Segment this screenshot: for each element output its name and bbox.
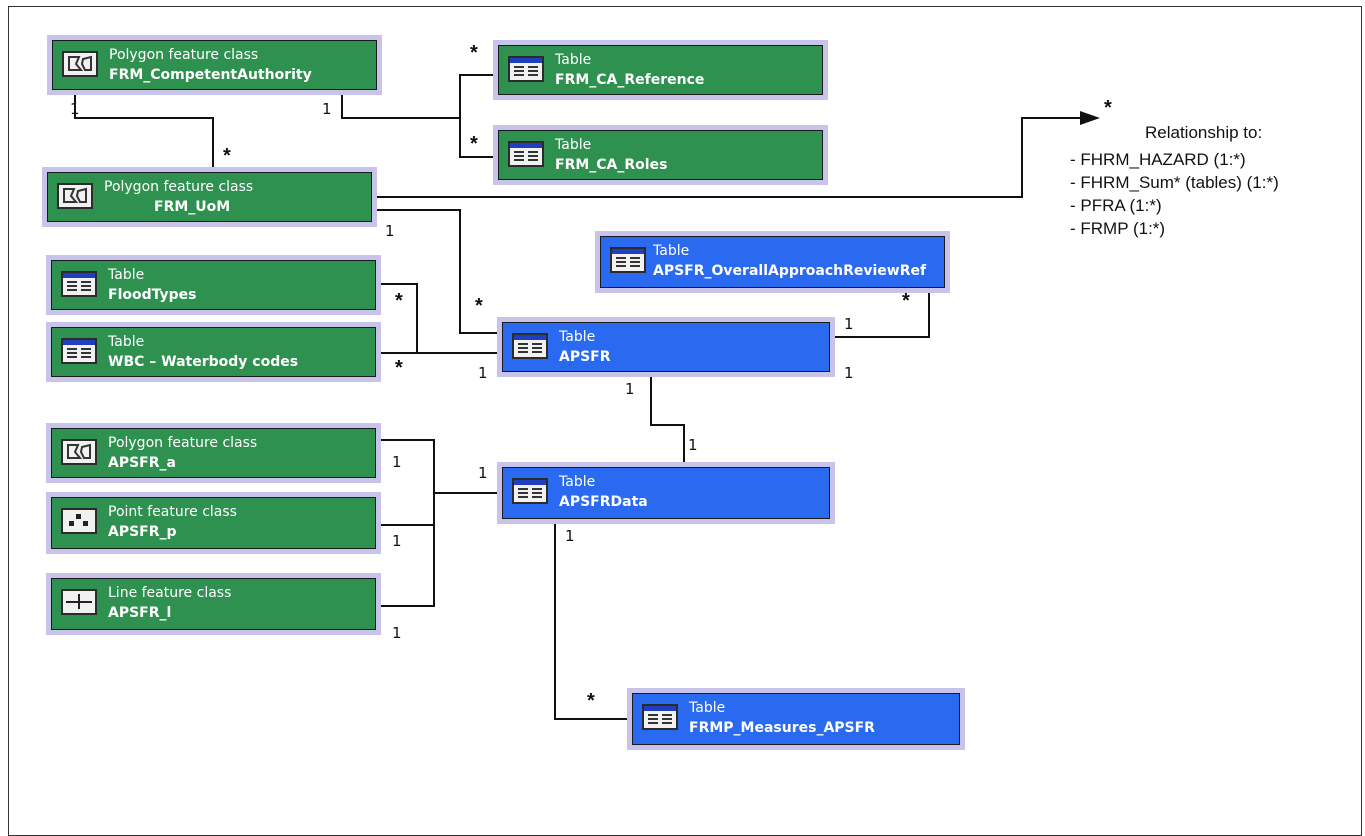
connector-ca-reference — [459, 74, 498, 158]
node-type: Table — [555, 52, 592, 68]
table-icon — [512, 333, 548, 359]
node-type: Table — [555, 137, 592, 153]
cardinality-label: 1 — [844, 364, 854, 382]
table-icon — [610, 247, 646, 273]
node-name: APSFR — [559, 349, 611, 365]
connector-floodtypes — [376, 283, 418, 353]
cardinality-label: 1 — [385, 222, 395, 240]
cardinality-label: * — [395, 357, 403, 379]
connector-apsfr-data — [650, 372, 685, 467]
polygon-icon — [62, 51, 98, 77]
table-icon — [508, 141, 544, 167]
cardinality-label: 1 — [565, 527, 575, 545]
cardinality-label: 1 — [322, 100, 332, 118]
node-type: Point feature class — [108, 504, 237, 520]
cardinality-label: 1 — [688, 436, 698, 454]
node-frm-ca-reference[interactable]: Table FRM_CA_Reference — [498, 45, 823, 95]
node-name: FRM_CA_Roles — [555, 157, 668, 173]
node-apsfr-overall-approach[interactable]: Table APSFR_OverallApproachReviewRef — [600, 236, 945, 288]
node-type: Table — [559, 329, 596, 345]
node-type: Table — [653, 243, 690, 259]
cardinality-label: * — [902, 290, 910, 312]
cardinality-label: * — [475, 295, 483, 317]
line-icon — [61, 589, 97, 615]
node-apsfr-l[interactable]: Line feature class APSFR_l — [51, 578, 376, 630]
node-apsfr-p[interactable]: Point feature class APSFR_p — [51, 497, 376, 549]
cardinality-label: * — [395, 290, 403, 312]
node-apsfr-a[interactable]: Polygon feature class APSFR_a — [51, 428, 376, 478]
cardinality-label: * — [1104, 97, 1112, 119]
node-type: Polygon feature class — [109, 47, 259, 63]
relationship-item: - FHRM_HAZARD (1:*) — [1070, 150, 1246, 169]
node-frm-uom[interactable]: Polygon feature class FRM_UoM — [47, 172, 372, 222]
connector-apsfr-a — [376, 439, 435, 607]
cardinality-label: * — [587, 690, 595, 712]
table-icon — [512, 478, 548, 504]
table-icon — [508, 56, 544, 82]
node-type: Table — [108, 334, 145, 350]
node-type: Polygon feature class — [104, 179, 254, 195]
relationship-item: - FRMP (1:*) — [1070, 219, 1166, 238]
polygon-icon — [61, 439, 97, 465]
node-frm-ca-roles[interactable]: Table FRM_CA_Roles — [498, 130, 823, 180]
node-name: FRMP_Measures_APSFR — [689, 720, 875, 736]
node-name: FRM_CA_Reference — [555, 72, 705, 88]
cardinality-label: 1 — [844, 315, 854, 333]
node-name: APSFR_OverallApproachReviewRef — [653, 263, 927, 279]
cardinality-label: * — [470, 133, 478, 155]
node-name: FRM_CompetentAuthority — [109, 67, 312, 83]
node-name: APSFR_l — [108, 605, 172, 621]
table-icon — [61, 271, 97, 297]
connector-ca-uom — [74, 90, 214, 172]
node-name: APSFR_a — [108, 455, 176, 471]
cardinality-label: 1 — [392, 624, 402, 642]
node-type: Polygon feature class — [108, 435, 258, 451]
arrowhead-icon — [1080, 111, 1100, 125]
cardinality-label: * — [470, 42, 478, 64]
node-type: Table — [108, 267, 145, 283]
polygon-icon — [57, 183, 93, 209]
connector-uom-external — [372, 117, 1080, 198]
connector-overall-apsfr — [830, 288, 930, 338]
node-type: Line feature class — [108, 585, 232, 601]
relationship-item: - FHRM_Sum* (tables) (1:*) — [1070, 173, 1279, 192]
node-type: Table — [689, 700, 726, 716]
point-icon — [61, 508, 97, 534]
cardinality-label: 1 — [70, 100, 80, 118]
cardinality-label: * — [223, 145, 231, 167]
cardinality-label: 1 — [478, 364, 488, 382]
node-name: WBC – Waterbody codes — [108, 354, 299, 370]
connector-uom-apsfr — [372, 209, 502, 334]
node-flood-types[interactable]: Table FloodTypes — [51, 260, 376, 310]
connector-data-measures — [554, 519, 632, 720]
table-icon — [642, 704, 678, 730]
node-wbc[interactable]: Table WBC – Waterbody codes — [51, 327, 376, 377]
relationship-list: - FHRM_HAZARD (1:*) - FHRM_Sum* (tables)… — [1070, 148, 1279, 240]
node-apsfr[interactable]: Table APSFR — [502, 322, 830, 372]
node-name: FloodTypes — [108, 287, 197, 303]
relationship-item: - PFRA (1:*) — [1070, 196, 1162, 215]
node-type: Table — [559, 474, 596, 490]
node-name: APSFRData — [559, 494, 648, 510]
node-frm-competent-authority[interactable]: Polygon feature class FRM_CompetentAutho… — [52, 40, 377, 90]
node-name: FRM_UoM — [154, 199, 231, 215]
node-apsfr-data[interactable]: Table APSFRData — [502, 467, 830, 519]
connector-ca-tables — [341, 90, 460, 119]
cardinality-label: 1 — [625, 380, 635, 398]
node-name: APSFR_p — [108, 524, 177, 540]
table-icon — [61, 338, 97, 364]
cardinality-label: 1 — [478, 464, 488, 482]
cardinality-label: 1 — [392, 453, 402, 471]
cardinality-label: 1 — [392, 532, 402, 550]
node-frmp-measures-apsfr[interactable]: Table FRMP_Measures_APSFR — [632, 693, 960, 745]
relationship-title: Relationship to: — [1145, 123, 1263, 142]
